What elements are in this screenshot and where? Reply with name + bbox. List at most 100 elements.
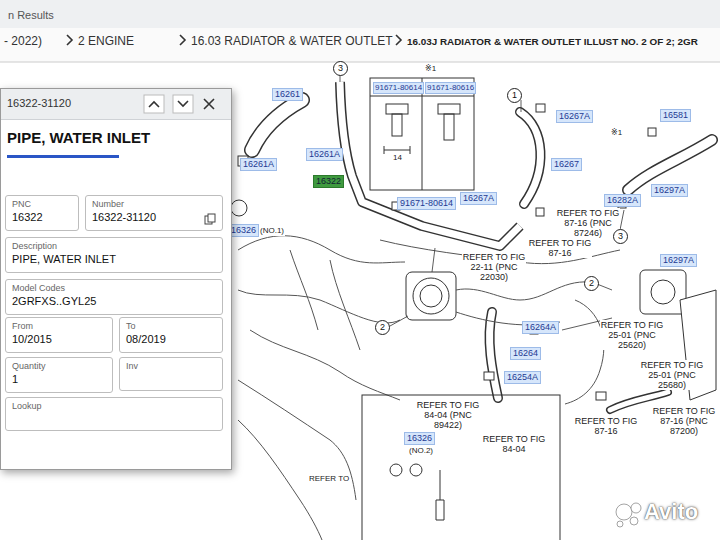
drawing-path — [520, 112, 540, 204]
drawing-rect — [173, 95, 193, 113]
field-value: 1 — [12, 372, 106, 387]
watermark: Avito — [644, 500, 698, 524]
drawing-rect — [438, 104, 460, 114]
callout-number: 16261 — [272, 88, 303, 101]
note: (NO.2) — [408, 446, 434, 456]
drawing-path — [67, 35, 72, 45]
drawing-path — [490, 312, 498, 398]
drawing-line — [390, 316, 408, 326]
drawing-circle — [630, 517, 638, 525]
field-box: Model Codes2GRFXS..GYL25 — [5, 279, 223, 315]
field-box: Inv — [119, 357, 223, 391]
breadcrumb-current: 16.03J RADIATOR & WATER OUTLET ILLUST NO… — [407, 35, 698, 49]
field-box: To08/2019 — [119, 317, 223, 353]
callout-number: 16267 — [551, 158, 582, 171]
callout-number: 16264 — [510, 347, 541, 360]
field-label: Model Codes — [12, 283, 216, 294]
note: (NO.1) — [259, 226, 285, 236]
drawing-path — [250, 330, 400, 400]
reference-note: REFER TO FIG 84-04 (PNC 89422) — [416, 400, 480, 430]
copy-icon — [204, 213, 216, 225]
field-label: To — [126, 321, 216, 332]
drawing-g — [384, 104, 460, 154]
circled-number: 2 — [375, 320, 390, 335]
drawing-rect — [7, 155, 119, 158]
drawing-rect — [144, 95, 164, 113]
field-box: From10/2015 — [5, 317, 113, 353]
drawing-rect — [0, 0, 720, 28]
drawing-path — [178, 101, 188, 106]
drawing-path — [340, 82, 520, 246]
circled-number: 1 — [507, 88, 522, 103]
drawing-path — [238, 380, 356, 500]
circled-number: 2 — [584, 276, 599, 291]
field-value: 10/2015 — [12, 332, 106, 347]
drawing-rect — [444, 114, 454, 140]
drawing-path — [204, 99, 214, 109]
callout-number: 16326 — [228, 224, 259, 237]
popup-panel: 16322-31120PIPE, WATER INLETPNC16322Numb… — [0, 88, 232, 470]
drawing-path — [252, 100, 302, 150]
drawing-rect — [386, 104, 408, 114]
breadcrumb: 16.03 RADIATOR & WATER OUTLET — [191, 34, 393, 48]
field-label: Description — [12, 241, 216, 252]
drawing-g — [340, 75, 624, 330]
results-link: n Results — [8, 8, 54, 22]
drawing-path — [330, 260, 360, 350]
drawing-circle — [420, 285, 442, 307]
field-label: Quantity — [12, 361, 106, 372]
drawing-g — [231, 104, 656, 400]
reference-note: REFER TO FIG 87-16 — [574, 416, 638, 436]
drawing-path — [628, 140, 712, 190]
note-mark: ※1 — [610, 128, 623, 138]
drawing-circle — [616, 504, 632, 520]
drawing-path — [628, 140, 712, 190]
field-label: Inv — [126, 361, 216, 372]
reference-note: REFER TO FIG 25-01 (PNC 25620) — [600, 320, 664, 350]
breadcrumb: 2 ENGINE — [78, 34, 134, 48]
reference-note: REFER TO FIG 25-01 (PNC 25680) — [640, 360, 704, 390]
drawing-circle — [617, 521, 623, 527]
dimension: 14 — [392, 153, 403, 163]
reference-note: REFER TO FIG 87-16 — [528, 238, 592, 258]
drawing-path — [456, 282, 590, 300]
field-value: PIPE, WATER INLET — [12, 252, 216, 267]
drawing-circle — [390, 464, 402, 476]
part-number-header: 16322-31120 — [7, 97, 71, 109]
circled-number: 3 — [613, 229, 628, 244]
callout-number: 16297A — [651, 184, 688, 197]
drawing-rect — [406, 272, 456, 320]
drawing-path — [180, 35, 185, 45]
field-label: Lookup — [12, 401, 216, 412]
callout-number: 16282A — [604, 194, 641, 207]
drawing-rect — [536, 208, 544, 216]
drawing-path — [340, 82, 520, 246]
callout-number: 16267A — [556, 110, 593, 123]
field-value: 16322-31120 — [92, 210, 216, 225]
callout-number: 16264A — [522, 321, 559, 334]
drawing-line — [422, 78, 423, 190]
callout-number: 91671-80614 — [397, 197, 456, 210]
reference-note: REFER TO — [308, 474, 350, 484]
drawing-line — [384, 150, 410, 151]
callout-number: 16581 — [660, 109, 691, 122]
drawing-line — [384, 146, 385, 154]
drawing-circle — [631, 503, 641, 513]
drawing-g — [238, 236, 620, 540]
drawing-rect — [536, 104, 545, 112]
field-value: 2GRFXS..GYL25 — [12, 294, 216, 309]
drawing-path — [490, 312, 498, 398]
reference-note: REFER TO FIG 84-04 — [482, 434, 546, 454]
drawing-rect — [392, 114, 402, 136]
drawing-line — [340, 75, 341, 82]
drawing-rect — [596, 392, 606, 400]
field-value: 16322 — [12, 210, 72, 225]
drawing-rect — [208, 214, 215, 222]
drawing-line — [597, 284, 612, 290]
drawing-path — [149, 102, 159, 107]
reference-note: REFER TO FIG 87-16 (PNC 87200) — [652, 406, 716, 436]
circled-number: 3 — [333, 61, 348, 76]
drawing-rect — [484, 372, 494, 380]
field-box: DescriptionPIPE, WATER INLET — [5, 237, 223, 273]
